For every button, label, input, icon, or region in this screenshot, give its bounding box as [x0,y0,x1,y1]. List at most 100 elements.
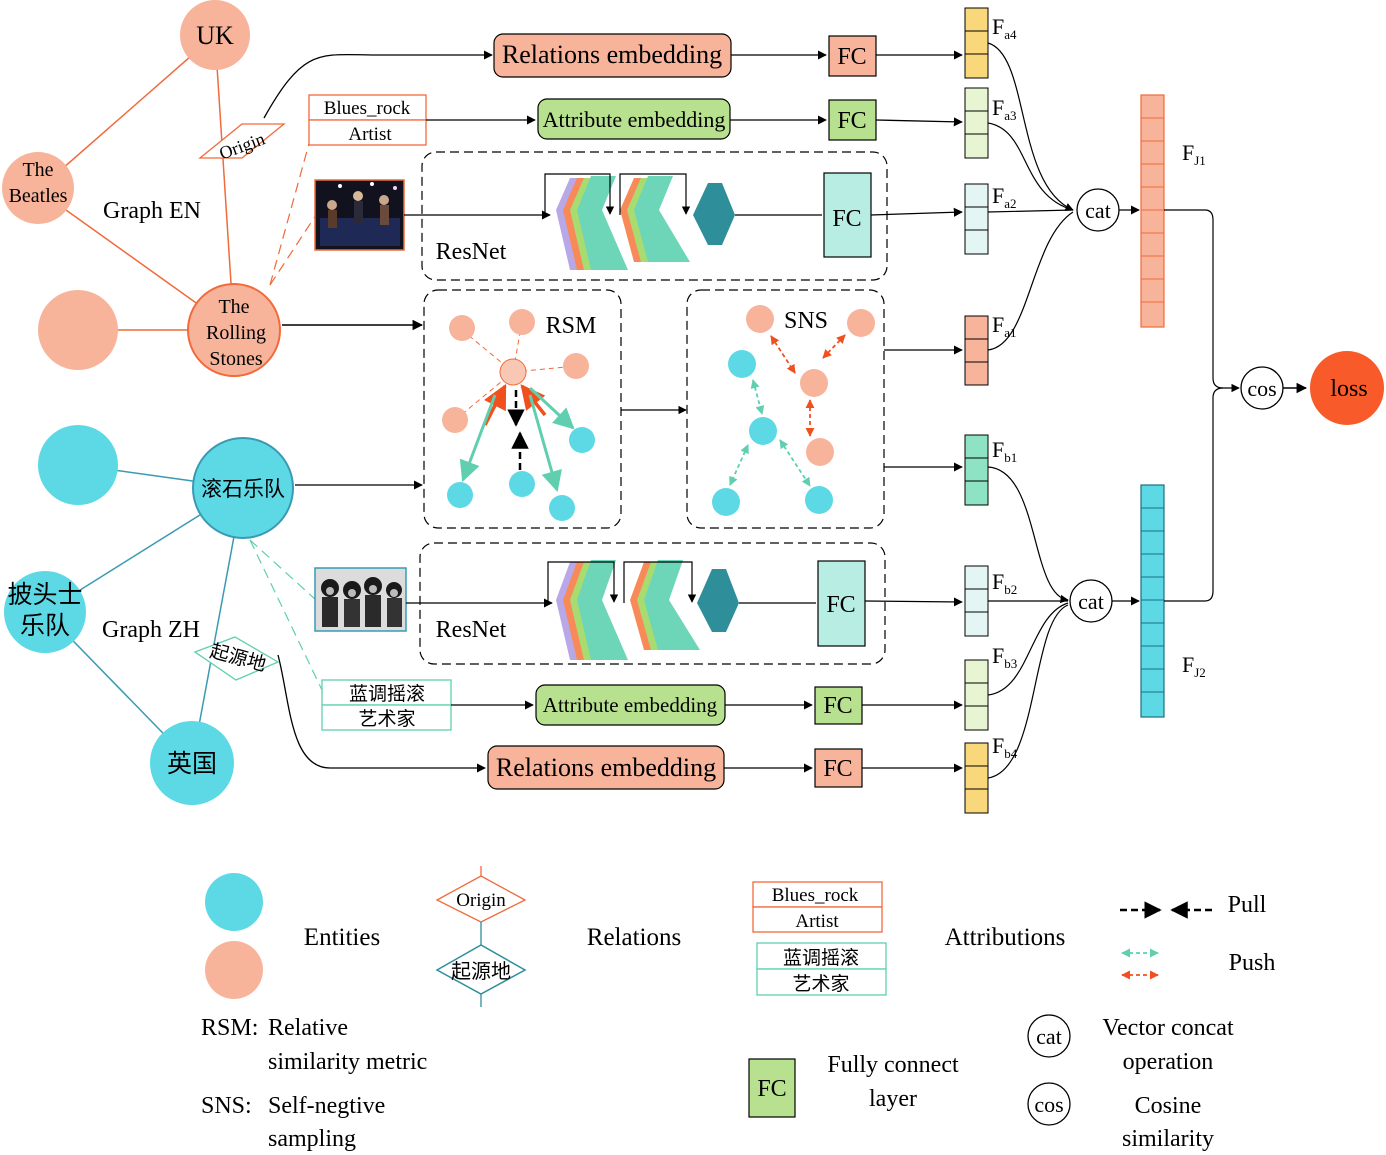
label-fa4: Fa4 [992,14,1017,42]
node-stones-label3: Stones [209,348,263,370]
vector-fa1 [964,315,989,386]
legend-relation-origin-label: Origin [456,890,506,911]
image-rolling-stones-photo [314,179,405,251]
concat-zh-links [987,466,1069,779]
attr-blues-rock [308,94,427,121]
legend-sns-line2: sampling [268,1126,356,1152]
legend-cat-label: cat [1036,1024,1062,1049]
graph-zh-label: Graph ZH [102,617,200,643]
legend-relation-zh [435,944,527,995]
attr-blues-rock-label: Blues_rock [324,98,411,119]
node-uk-zh [150,721,234,805]
legend-cos-line2: similarity [1122,1126,1214,1152]
relations-embedding-en-label: Relations embedding [502,40,722,69]
node-unnamed-en [38,290,118,370]
attribute-embedding-zh-label: Attribute embedding [543,693,718,717]
legend-cat-line1: Vector concat [1102,1015,1234,1041]
node-beatles-en-label2: Beatles [9,185,68,207]
legend-attr-artist: Artist [795,911,839,932]
feature-vectors: Fa4 Fa3 Fa2 Fa1 Fb1 Fb2 Fb [964,7,1018,814]
sns-label: SNS [784,308,828,334]
node-beatles-zh [4,571,86,653]
legend-sns-line1: Self-negtive [268,1093,385,1119]
attribute-embedding-en-label: Attribute embedding [543,107,726,132]
legend-fc-line1: Fully connect [827,1052,959,1078]
legend-cat-line2: operation [1123,1049,1214,1075]
label-fb3: Fb3 [992,643,1017,671]
rsm-label: RSM [546,313,597,339]
label-fa3: Fa3 [992,95,1017,123]
legend-relation-origin [435,875,527,923]
fc-relations-en [828,35,877,77]
graph-en-label: Graph EN [103,198,201,224]
legend-fc-box-label: FC [757,1076,786,1102]
cat-zh-label: cat [1078,589,1104,614]
label-fb4: Fb4 [992,733,1018,761]
fc-resnet-zh-label: FC [826,592,855,618]
rsm-sns-section: RSM SNS [282,289,963,529]
cos-node-label: cos [1247,376,1276,401]
fc-resnet-en-label: FC [832,206,861,232]
legend-rsm-line2: similarity metric [268,1049,427,1075]
legend-attr-zh-1: 蓝调摇滚 [783,947,859,969]
label-fa1: Fa1 [992,312,1017,340]
fc-relations-zh-label: FC [823,756,852,782]
cat-en-label: cat [1085,198,1111,223]
attr-artist-zh [321,704,452,731]
vector-fb3 [964,659,989,731]
fc-attribute-en-label: FC [837,108,866,134]
legend-push-label: Push [1229,950,1276,976]
legend-entity-cyan [205,873,263,931]
loss-node [1310,351,1384,425]
legend-pull-label: Pull [1228,892,1267,918]
fc-attribute-zh-label: FC [823,693,852,719]
fc-resnet-zh [817,560,866,647]
node-beatles-en [2,152,74,224]
legend-cos-label: cos [1034,1092,1063,1117]
sns-box [686,289,885,529]
legend-entity-salmon [205,941,263,999]
concat-en-links [987,42,1074,351]
fc-relations-en-label: FC [837,44,866,70]
attribute-embedding-en [537,98,731,140]
node-rolling-stones-en [187,283,281,377]
attr-artist [308,119,427,146]
node-rolling-stones-zh [192,437,294,539]
vector-fj1 [1140,94,1165,328]
resnet-zh-label: ResNet [436,617,507,643]
legend-sns-key: SNS: [201,1093,252,1119]
label-fj1: FJ1 [1182,140,1206,168]
node-rolling-stones-zh-label: 滚石乐队 [201,477,285,501]
resnet-zh-layers [547,560,739,660]
attr-artist-zh-label: 艺术家 [358,708,415,730]
node-stones-label2: Rolling [206,322,266,344]
resnet-en-label: ResNet [436,239,507,265]
legend-cos-line1: Cosine [1135,1093,1202,1119]
fc-relations-zh [814,748,863,788]
resnet-en-box [421,151,888,281]
node-beatles-zh-label2: 乐队 [20,612,70,640]
attr-artist-label: Artist [348,124,392,145]
legend-fc-line2: layer [869,1086,917,1112]
node-uk-label: UK [196,21,234,50]
graph-zh: 滚石乐队 披头士 乐队 英国 起源地 Graph ZH 蓝调摇滚 艺术家 [4,425,452,805]
rsm-box [423,289,622,529]
label-fj2: FJ2 [1182,652,1206,680]
vector-fa4 [964,7,989,79]
vector-fa2 [964,183,989,255]
legend-cat-circle [1027,1014,1071,1058]
node-unnamed-zh [38,425,118,505]
vector-fb2 [964,565,989,637]
legend-cos-circle [1027,1082,1071,1126]
relation-qiyuandi [193,636,280,681]
attr-blues-rock-zh [321,679,452,706]
pipeline-en: Relations embedding FC Attribute embeddi… [263,33,963,281]
node-uk-zh-label: 英国 [167,750,217,778]
legend-attr-zh-2: 艺术家 [792,973,849,995]
legend: Entities Origin 起源地 Relations Blues_rock… [201,866,1275,1152]
label-fa2: Fa2 [992,183,1017,211]
node-stones-label1: The [218,296,249,318]
fc-attribute-en [828,99,877,141]
relation-origin [198,123,286,159]
